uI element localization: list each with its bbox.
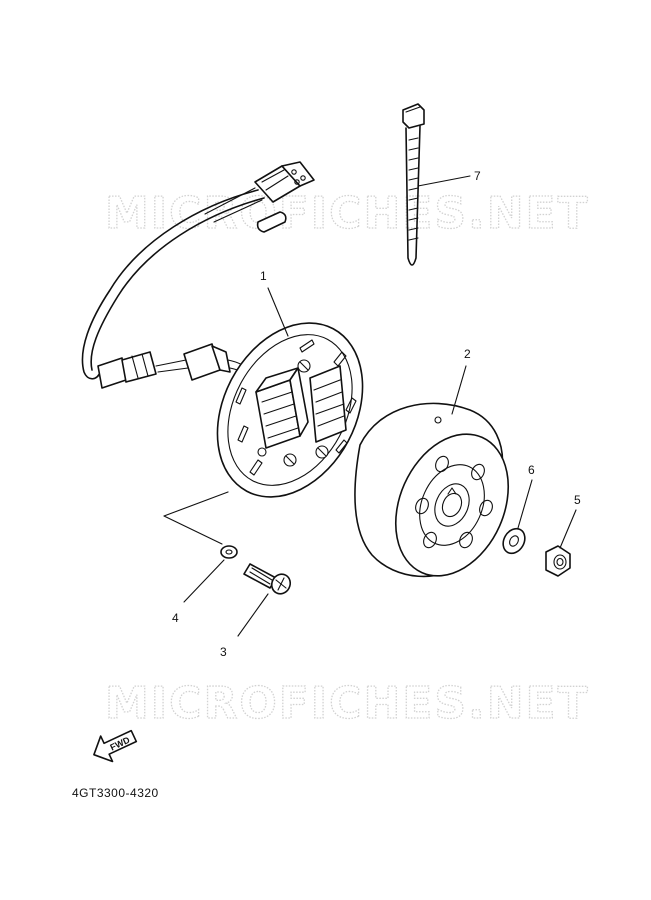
flywheel-rotor (354, 402, 510, 578)
watermark-top: MICROFICHES.NET (105, 188, 590, 239)
diagram-code: 4GT3300-4320 (72, 786, 159, 800)
flywheel-nut (545, 545, 571, 577)
leader-4 (183, 559, 225, 603)
watermark-bottom: MICROFICHES.NET (105, 678, 590, 729)
fwd-arrow-icon: FWD (93, 729, 138, 763)
callout-2: 2 (464, 347, 471, 361)
callout-6: 6 (528, 463, 535, 477)
wire-harness (81, 161, 315, 389)
leader-lines (163, 175, 577, 637)
washer-large (502, 527, 526, 555)
leader-7 (417, 175, 471, 187)
callout-1: 1 (260, 269, 267, 283)
leader-6 (517, 479, 533, 529)
leader-1 (267, 287, 289, 337)
stator-assembly (216, 322, 364, 498)
leader-3 (237, 593, 269, 637)
callout-7: 7 (474, 169, 481, 183)
leader-5 (559, 509, 577, 549)
leader-shared (163, 491, 229, 545)
stator-screw (243, 563, 292, 595)
callout-4: 4 (172, 611, 179, 625)
cable-tie (402, 103, 425, 266)
leader-2 (451, 365, 467, 415)
washer-small (220, 545, 238, 559)
callout-5: 5 (574, 493, 581, 507)
callout-3: 3 (220, 645, 227, 659)
